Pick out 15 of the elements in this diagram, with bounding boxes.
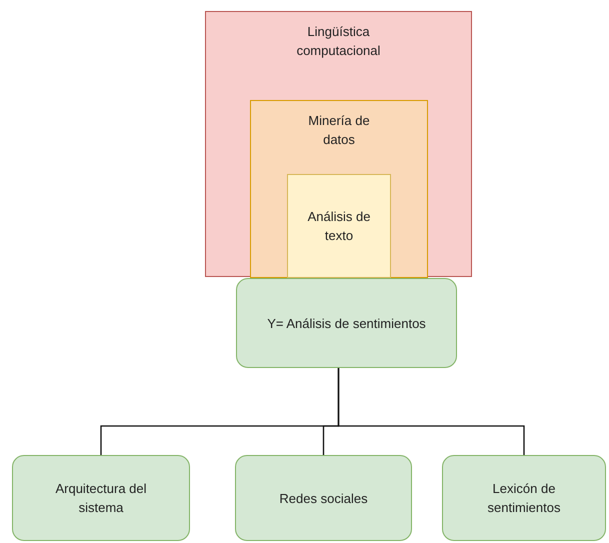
box-label: Redes sociales xyxy=(279,490,368,508)
process-box xyxy=(236,278,457,368)
process-box xyxy=(250,100,428,278)
box-label: Lingüística computacional xyxy=(296,23,382,60)
process-box xyxy=(442,455,606,541)
process-box xyxy=(287,174,391,278)
connector-line xyxy=(338,368,525,455)
process-box xyxy=(205,11,472,277)
process-box xyxy=(12,455,190,541)
box-label: Minería de datos xyxy=(307,112,371,149)
box-label: Arquitectura del sistema xyxy=(54,480,148,517)
box-label: Análisis de texto xyxy=(306,208,372,245)
box-label: Lexicón de sentimientos xyxy=(486,480,562,517)
process-box xyxy=(235,455,412,541)
box-label: Y= Análisis de sentimientos xyxy=(267,314,426,332)
